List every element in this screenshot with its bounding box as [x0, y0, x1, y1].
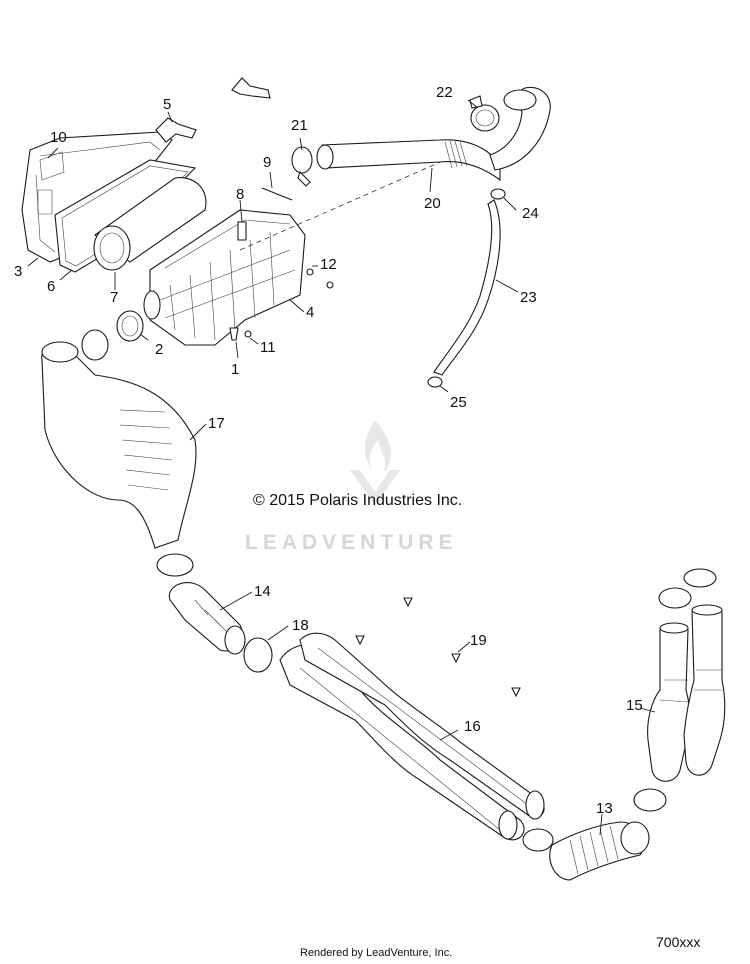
callout-22: 22: [436, 84, 453, 101]
breather-hose-23: [433, 199, 501, 376]
callout-11: 11: [260, 339, 276, 356]
callout-21: 21: [291, 117, 308, 134]
footer-rendered-by: Rendered by LeadVenture, Inc.: [300, 947, 453, 959]
callout-4: 4: [306, 304, 315, 321]
coupler-14: [168, 582, 246, 655]
air-filter-element: [93, 177, 207, 271]
clamp-24: [490, 188, 506, 200]
copyright-notice: © 2015 Polaris Industries Inc.: [253, 492, 463, 509]
intake-tube-20: [316, 86, 551, 182]
clamp-17-bottom: [156, 553, 194, 577]
clamp-13-left: [522, 828, 554, 852]
clamp-18: [243, 637, 273, 673]
bracket-top: [231, 77, 271, 99]
rod-9: [261, 187, 293, 201]
callout-23: 23: [520, 289, 537, 306]
callout-2: 2: [155, 341, 164, 358]
callout-9: 9: [263, 154, 272, 171]
callout-19: 19: [470, 632, 487, 649]
clamp-15-right: [683, 568, 717, 588]
clamp-22: [469, 95, 500, 132]
clamp-ring-2: [116, 310, 144, 342]
watermark-logo: [350, 420, 400, 505]
dual-duct-16: [279, 632, 545, 841]
callout-24: 24: [522, 205, 539, 222]
callout-1: 1: [231, 361, 240, 378]
callout-8: 8: [236, 186, 245, 203]
clamp-15-left: [658, 587, 692, 609]
leader-lines: [27, 99, 656, 836]
callout-20: 20: [424, 195, 441, 212]
bracket-5: [155, 117, 197, 143]
callout-3: 3: [14, 263, 23, 280]
clamp-21: [291, 146, 313, 187]
outlet-duct-17: [41, 341, 197, 549]
clamp-17-top: [81, 329, 109, 361]
y-duct-15: [647, 604, 726, 782]
watermark-text: LEADVENTURE: [245, 531, 458, 554]
callout-13: 13: [596, 800, 613, 817]
callout-25: 25: [450, 394, 467, 411]
callout-16: 16: [464, 718, 481, 735]
callout-15: 15: [626, 697, 643, 714]
coupler-13: [549, 821, 650, 881]
callout-12: 12: [320, 256, 337, 273]
clamp-13-top: [633, 788, 667, 812]
fasteners-duct: [355, 597, 521, 698]
callout-7: 7: [110, 289, 119, 306]
assembly-centerline: [239, 159, 446, 251]
clamp-25: [427, 376, 443, 388]
fasteners-airbox: [229, 221, 334, 341]
callout-17: 17: [208, 415, 225, 432]
callout-6: 6: [47, 278, 56, 295]
callout-18: 18: [292, 617, 309, 634]
callout-10: 10: [50, 129, 67, 146]
callout-14: 14: [254, 583, 271, 600]
diagram-code: 700xxx: [656, 934, 701, 950]
airbox-housing: [143, 209, 306, 346]
callout-5: 5: [163, 96, 172, 113]
